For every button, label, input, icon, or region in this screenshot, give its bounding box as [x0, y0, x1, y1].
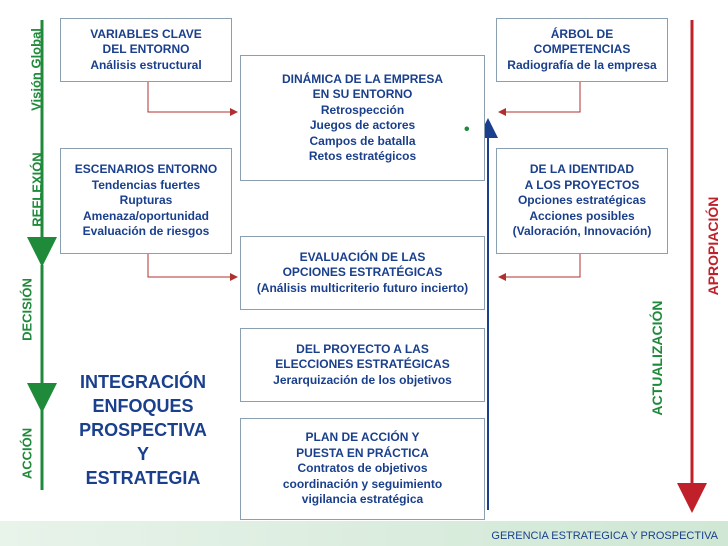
footer-bar — [0, 521, 728, 546]
box-escenarios-line-5: Evaluación de riesgos — [82, 224, 210, 239]
box-evaluacion-line-3: (Análisis multicriterio futuro incierto) — [256, 280, 469, 295]
box-plan-accion: PLAN DE ACCIÓN Y PUESTA EN PRÁCTICA Cont… — [240, 418, 485, 520]
integration-line-2: ENFOQUES — [92, 396, 194, 416]
box-proyecto-line-3: Jerarquización de los objetivos — [273, 372, 452, 387]
box-escenarios-entorno: ESCENARIOS ENTORNO Tendencias fuertes Ru… — [60, 148, 232, 254]
decorative-dot: • — [464, 121, 470, 138]
label-decision: DECISIÓN — [19, 278, 35, 341]
box-identidad-line-4: Acciones posibles — [529, 208, 635, 223]
box-proyecto-line-2: ELECCIONES ESTRATÉGICAS — [275, 357, 450, 372]
label-accion: ACCIÓN — [19, 427, 35, 480]
box-dinamica-line-4: Juegos de actores — [309, 118, 416, 132]
box-dinamica-line-1: DINÁMICA DE LA EMPRESA — [281, 71, 444, 86]
box-proyecto-elecciones: DEL PROYECTO A LAS ELECCIONES ESTRATÉGIC… — [240, 328, 485, 402]
box-identidad-proyectos: DE LA IDENTIDAD A LOS PROYECTOS Opciones… — [496, 148, 668, 254]
box-identidad-line-5: (Valoración, Innovación) — [512, 224, 652, 239]
box-variables-line-1: VARIABLES CLAVE — [90, 26, 202, 41]
box-plan-line-5: vigilancia estratégica — [301, 492, 424, 507]
connector-variables-dinamica — [147, 82, 238, 116]
label-apropiacion: APROPIACIÓN — [705, 196, 721, 296]
box-arbol-line-3: Radiografía de la empresa — [507, 57, 657, 72]
box-dinamica-line-5: Campos de batalla — [309, 133, 416, 148]
box-escenarios-line-4: Amenaza/oportunidad — [82, 208, 209, 223]
box-identidad-line-1: DE LA IDENTIDAD — [529, 162, 635, 177]
box-identidad-line-3: Opciones estratégicas — [517, 193, 647, 208]
integration-line-3: PROSPECTIVA — [79, 420, 207, 440]
box-plan-line-4: coordinación y seguimiento — [282, 476, 443, 491]
box-plan-line-3: Contratos de objetivos — [297, 461, 428, 476]
box-dinamica-line-2: EN SU ENTORNO — [312, 87, 413, 101]
connector-escenarios-evaluacion — [147, 254, 238, 281]
box-proyecto-line-1: DEL PROYECTO A LAS — [296, 341, 429, 356]
box-arbol-line-2: COMPETENCIAS — [533, 42, 631, 57]
box-dinamica-line-6: Retos estratégicos — [308, 149, 417, 163]
box-identidad-line-2: A LOS PROYECTOS — [524, 177, 640, 192]
box-variables-clave: VARIABLES CLAVE DEL ENTORNO Análisis est… — [60, 18, 232, 82]
box-arbol-competencias: ÁRBOL DE COMPETENCIAS Radiografía de la … — [496, 18, 668, 82]
box-escenarios-line-1: ESCENARIOS ENTORNO — [74, 162, 218, 177]
label-vision-global: Visión Global — [28, 28, 44, 111]
connector-identidad-evaluacion — [498, 254, 581, 281]
box-escenarios-line-3: Rupturas — [119, 193, 173, 208]
integration-line-5: ESTRATEGIA — [85, 468, 201, 488]
footer-caption: GERENCIA ESTRATEGICA Y PROSPECTIVA — [491, 530, 718, 542]
integration-title: INTEGRACIÓN ENFOQUES PROSPECTIVA Y ESTRA… — [68, 370, 218, 490]
label-reflexion: REFLEXIÓN — [29, 152, 45, 227]
box-evaluacion-opciones: EVALUACIÓN DE LAS OPCIONES ESTRATÉGICAS … — [240, 236, 485, 310]
box-evaluacion-line-2: OPCIONES ESTRATÉGICAS — [282, 265, 443, 280]
box-variables-line-2: DEL ENTORNO — [102, 42, 190, 57]
box-dinamica-empresa: DINÁMICA DE LA EMPRESA EN SU ENTORNO Ret… — [240, 55, 485, 181]
box-dinamica-line-3: Retrospección — [320, 102, 405, 117]
box-plan-line-1: PLAN DE ACCIÓN Y — [305, 430, 420, 445]
box-arbol-line-1: ÁRBOL DE — [550, 26, 614, 41]
box-escenarios-line-2: Tendencias fuertes — [91, 177, 201, 192]
box-plan-line-2: PUESTA EN PRÁCTICA — [296, 445, 429, 460]
integration-line-1: INTEGRACIÓN — [80, 372, 206, 392]
label-actualizacion: ACTUALIZACIÓN — [649, 300, 665, 416]
integration-line-4: Y — [136, 444, 149, 464]
box-evaluacion-line-1: EVALUACIÓN DE LAS — [299, 249, 426, 264]
connector-arbol-dinamica — [498, 82, 581, 116]
box-variables-line-3: Análisis estructural — [90, 57, 202, 72]
